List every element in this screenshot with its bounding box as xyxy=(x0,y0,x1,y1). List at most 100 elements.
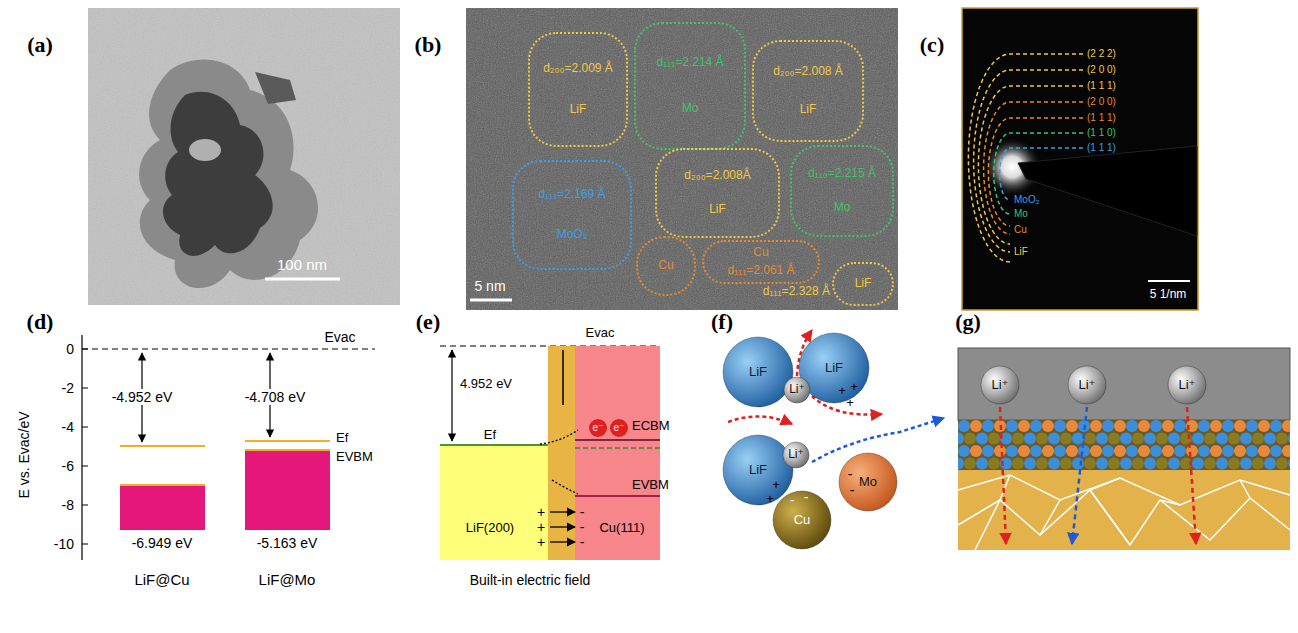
y-axis xyxy=(81,335,82,560)
atom-sphere: Li⁺ xyxy=(980,365,1020,405)
sphere-body xyxy=(783,442,809,468)
sphere-body xyxy=(773,491,831,549)
sphere-label: LiF xyxy=(825,361,843,376)
atom-sphere: Li⁺ xyxy=(1167,365,1207,405)
grain-boundary xyxy=(975,490,1290,550)
phase-region: Cu d₁₁₁=2.061 Å xyxy=(702,240,820,284)
hrtem-background xyxy=(466,8,898,310)
phase-region: d₁₁₀=2.215 ÅMo xyxy=(790,145,894,237)
hrtem-noise xyxy=(466,8,898,310)
annotation-label: 5 nm xyxy=(474,279,505,293)
electron-dot xyxy=(589,419,607,437)
annotation-label: - xyxy=(580,505,585,519)
beam-stop xyxy=(1018,146,1197,236)
annotation-label: (1 1 1) xyxy=(1087,81,1116,91)
particle-core xyxy=(163,92,273,256)
annotation-label: LiF(200) xyxy=(466,521,514,534)
vacuum-level xyxy=(82,348,375,349)
annotation-label: - xyxy=(850,483,855,497)
energy-diagram-d xyxy=(82,335,375,560)
phase-region: d₁₁₁=2.214 Å Mo xyxy=(634,22,746,150)
sphere-body xyxy=(981,366,1019,404)
scale-bar xyxy=(470,299,512,302)
panel-label: (e) xyxy=(416,311,440,333)
hrtem-image-b xyxy=(466,8,898,310)
vbm-line xyxy=(575,495,660,497)
fermi-line xyxy=(575,447,660,449)
phase-region: d₁₁₁=2.169 ÅMoO₂ xyxy=(512,160,632,270)
annotation-label: -10 xyxy=(54,537,74,551)
deposition-scheme-g xyxy=(958,348,1290,550)
annotation-label: 100 nm xyxy=(277,257,327,272)
annotation-label: Cu xyxy=(1014,225,1027,235)
annotation-label: (1 1 1) xyxy=(1087,113,1116,123)
annotation-label: Mo xyxy=(1014,209,1028,219)
annotation-label: -4.708 eV xyxy=(243,389,308,405)
sphere-body xyxy=(723,337,793,407)
annotation-label: Evac xyxy=(324,330,355,344)
lif-region xyxy=(440,445,548,560)
annotation-label: LiF@Mo xyxy=(259,572,316,587)
phase-region: d₂₀₀=2.008 ÅLiF xyxy=(752,40,864,142)
annotation-label: + xyxy=(846,396,854,409)
axis-tick xyxy=(82,544,88,545)
annotation-label: e⁻ xyxy=(593,423,604,433)
phase-label: d₂₀₀=2.008Å xyxy=(684,169,750,183)
phase-region: d₂₀₀=2.008ÅLiF xyxy=(655,148,780,238)
axis-tick xyxy=(82,466,88,467)
annotation-label: Ef xyxy=(484,428,496,441)
annotation-label: + xyxy=(838,384,846,397)
fermi-line xyxy=(440,444,548,446)
electron-dot xyxy=(610,419,628,437)
li-flux-arrow xyxy=(1187,407,1196,544)
phase-label: d₂₀₀=2.009 Å xyxy=(543,62,613,76)
annotation-label: - xyxy=(804,490,809,504)
annotation-label: (1 1 1) xyxy=(1087,143,1116,153)
sphere-body xyxy=(723,435,793,505)
fermi-line xyxy=(245,440,330,442)
band-bending xyxy=(540,430,578,444)
sphere-label: Li⁺ xyxy=(1079,378,1096,393)
phase-region: d₁₁₁=2.328 ÅLiF xyxy=(832,262,894,306)
annotation-label: (2 0 0) xyxy=(1087,65,1116,75)
annotation-label: Cu(111) xyxy=(599,521,644,534)
li-flux-arrow xyxy=(1072,407,1087,544)
sphere-label: Li⁺ xyxy=(1179,378,1196,393)
annotation-label: LiF@Cu xyxy=(134,572,189,587)
phase-label: d₁₁₁=2.214 Å xyxy=(656,56,723,70)
scale-bar xyxy=(1148,280,1190,282)
particle-fragment xyxy=(255,72,296,104)
cbm-line xyxy=(575,439,660,441)
panel-label: (a) xyxy=(27,34,53,56)
sphere-body xyxy=(784,377,810,403)
phase-label: d₁₁₁=2.061 Å xyxy=(727,264,794,278)
annotation-label: -4.952 eV xyxy=(110,389,175,405)
annotation-label: - xyxy=(848,467,853,481)
annotation-label: Evac xyxy=(586,326,615,339)
annotation-label: - xyxy=(580,520,585,534)
atom-sphere: Mo xyxy=(838,452,898,512)
phase-region: d₂₀₀=2.009 ÅLiF xyxy=(528,32,628,147)
grain-boundary xyxy=(958,475,1250,545)
phase-label: d₁₁₀=2.215 Å xyxy=(808,167,876,181)
annotation-label: -6.949 eV xyxy=(132,536,193,550)
axis-tick xyxy=(82,388,88,389)
panel-label: (b) xyxy=(415,34,442,56)
atom-sphere: Cu xyxy=(772,490,832,550)
sphere-label: Cu xyxy=(794,513,811,528)
axis-tick xyxy=(82,427,88,428)
interface-band xyxy=(548,346,575,560)
phase-label: d₂₀₀=2.008 Å xyxy=(773,65,843,79)
annotation-label: Ef xyxy=(336,431,348,444)
sphere-label: Li⁺ xyxy=(788,448,804,462)
phase-label: Mo xyxy=(682,102,699,116)
panel-label: (f) xyxy=(711,311,733,333)
phase-label: Cu xyxy=(753,246,768,260)
cu-region xyxy=(575,346,660,560)
annotation-label: + xyxy=(772,478,780,491)
annotation-label: e⁻ xyxy=(614,423,625,433)
annotation-label: Built-in electric field xyxy=(470,573,591,587)
lithium-deposit xyxy=(958,470,1290,550)
panel-label: (d) xyxy=(27,311,54,333)
